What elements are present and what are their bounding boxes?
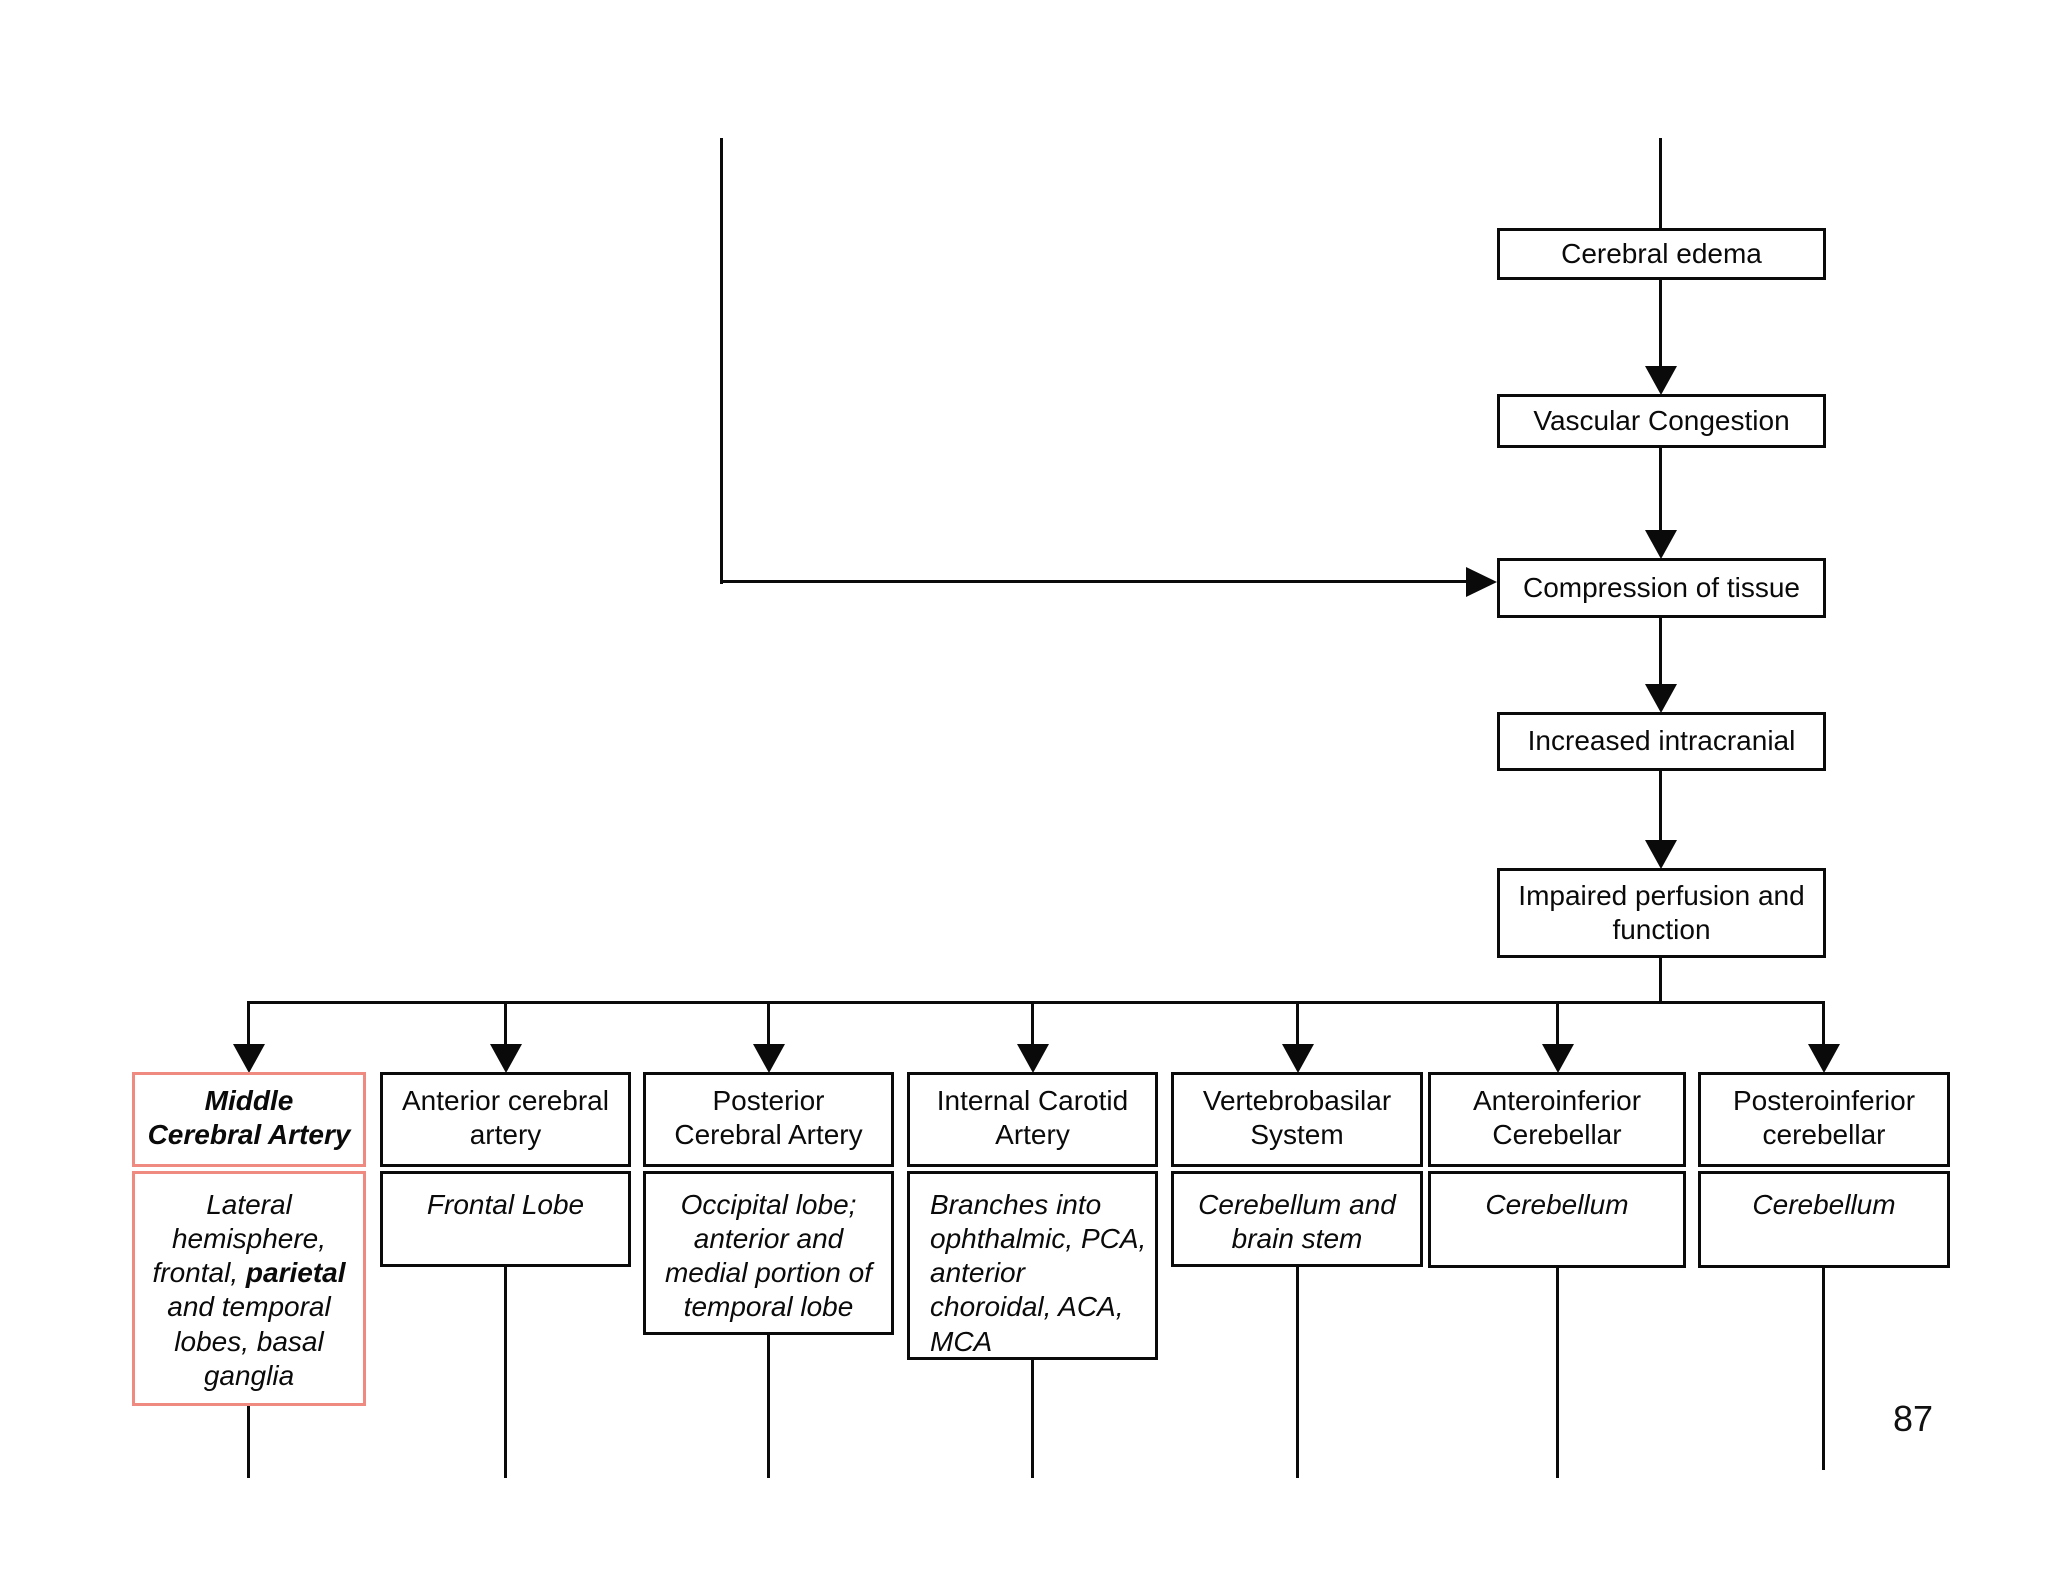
arrowhead-to-icp — [1645, 684, 1677, 713]
branch-title-vertebrobasilar: Vertebrobasilar System — [1171, 1072, 1423, 1167]
branch-territory-vertebrobasilar: Cerebellum and brain stem — [1171, 1171, 1423, 1267]
arrowhead-to-compression — [1645, 530, 1677, 559]
tail-line-pica — [1822, 1268, 1825, 1470]
branch-title-aca-label: Anterior cerebral artery — [402, 1085, 609, 1151]
connector-left-feed-horizontal — [720, 580, 1468, 583]
branch-title-posteroinferior-cerebellar: Posteroinferior cerebellar — [1698, 1072, 1950, 1167]
branch-territory-aca-text: Frontal Lobe — [426, 1189, 585, 1220]
arrowhead-aica — [1542, 1044, 1574, 1073]
arrowhead-into-compression — [1466, 567, 1497, 597]
branch-title-pica-label: Posteroinferior cerebellar — [1732, 1085, 1916, 1151]
connector-congestion-to-compression — [1659, 448, 1662, 532]
connector-left-feed-vertical — [720, 138, 723, 584]
tail-line-ica — [1031, 1360, 1034, 1478]
branch-territory-mca-text: Lateral hemisphere, frontal, parietal an… — [152, 1189, 346, 1391]
connector-compression-to-icp — [1659, 618, 1662, 686]
branch-territory-posterior-cerebral: Occipital lobe; anterior and medial port… — [643, 1171, 894, 1335]
connector-top-feed-vertical — [1659, 138, 1662, 228]
arrowhead-pca — [753, 1044, 785, 1073]
branch-territory-ica-text: Branches into ophthalmic, PCA, anterior … — [930, 1189, 1147, 1357]
branch-title-ica-label: Internal Carotid Artery — [936, 1085, 1129, 1151]
arrowhead-vertebrobasilar — [1282, 1044, 1314, 1073]
node-compression-of-tissue: Compression of tissue — [1497, 558, 1826, 618]
drop-line-vertebrobasilar — [1296, 1001, 1299, 1046]
drop-line-ica — [1031, 1001, 1034, 1046]
node-cerebral-edema-label: Cerebral edema — [1561, 237, 1762, 269]
drop-line-mca — [247, 1001, 250, 1046]
arrowhead-to-perfusion — [1645, 840, 1677, 869]
branch-title-aica-label: Anteroinferior Cerebellar — [1472, 1085, 1642, 1151]
branch-territory-middle-cerebral-artery: Lateral hemisphere, frontal, parietal an… — [132, 1171, 366, 1406]
branch-title-anterior-cerebral: Anterior cerebral artery — [380, 1072, 631, 1167]
connector-icp-to-perfusion — [1659, 771, 1662, 842]
branch-territory-pca-text: Occipital lobe; anterior and medial port… — [664, 1189, 872, 1323]
node-vascular-congestion-label: Vascular Congestion — [1533, 404, 1790, 436]
node-impaired-perfusion-label: Impaired perfusion and function — [1518, 879, 1805, 945]
drop-line-aca — [504, 1001, 507, 1046]
branch-title-internal-carotid: Internal Carotid Artery — [907, 1072, 1158, 1167]
arrowhead-aca — [490, 1044, 522, 1073]
arrowhead-pica — [1808, 1044, 1840, 1073]
branch-territory-anteroinferior-cerebellar: Cerebellum — [1428, 1171, 1686, 1268]
branch-title-anteroinferior-cerebellar: Anteroinferior Cerebellar — [1428, 1072, 1686, 1167]
tail-line-aica — [1556, 1268, 1559, 1478]
branch-title-vb-label: Vertebrobasilar System — [1202, 1085, 1392, 1151]
branch-title-middle-cerebral-artery: Middle Cerebral Artery — [132, 1072, 366, 1167]
branch-title-posterior-cerebral: Posterior Cerebral Artery — [643, 1072, 894, 1167]
branch-title-mca-label: Middle Cerebral Artery — [147, 1085, 351, 1151]
arrowhead-ica — [1017, 1044, 1049, 1073]
arrowhead-mca — [233, 1044, 265, 1073]
drop-line-aica — [1556, 1001, 1559, 1046]
node-impaired-perfusion: Impaired perfusion and function — [1497, 868, 1826, 958]
branch-territory-pica-text: Cerebellum — [1752, 1189, 1896, 1220]
arrowhead-to-congestion — [1645, 366, 1677, 395]
branch-territory-anterior-cerebral: Frontal Lobe — [380, 1171, 631, 1267]
branch-title-pca-label: Posterior Cerebral Artery — [674, 1085, 863, 1151]
connector-edema-to-congestion — [1659, 280, 1662, 368]
distribution-rail — [247, 1001, 1825, 1004]
branch-territory-vb-text: Cerebellum and brain stem — [1198, 1189, 1396, 1255]
node-increased-intracranial-label: Increased intracranial — [1527, 725, 1796, 757]
node-cerebral-edema: Cerebral edema — [1497, 228, 1826, 280]
node-vascular-congestion: Vascular Congestion — [1497, 394, 1826, 448]
tail-line-vertebrobasilar — [1296, 1267, 1299, 1478]
node-compression-label: Compression of tissue — [1522, 571, 1800, 603]
branch-territory-aica-text: Cerebellum — [1485, 1189, 1629, 1220]
tail-line-pca — [767, 1335, 770, 1478]
drop-line-pica — [1822, 1001, 1825, 1046]
tail-line-aca — [504, 1267, 507, 1478]
node-increased-intracranial: Increased intracranial — [1497, 712, 1826, 771]
branch-territory-internal-carotid: Branches into ophthalmic, PCA, anterior … — [907, 1171, 1158, 1360]
connector-perfusion-to-rail — [1659, 958, 1662, 1004]
page-number: 87 — [1893, 1398, 1934, 1439]
branch-territory-posteroinferior-cerebellar: Cerebellum — [1698, 1171, 1950, 1268]
tail-line-mca — [247, 1406, 250, 1478]
drop-line-pca — [767, 1001, 770, 1046]
